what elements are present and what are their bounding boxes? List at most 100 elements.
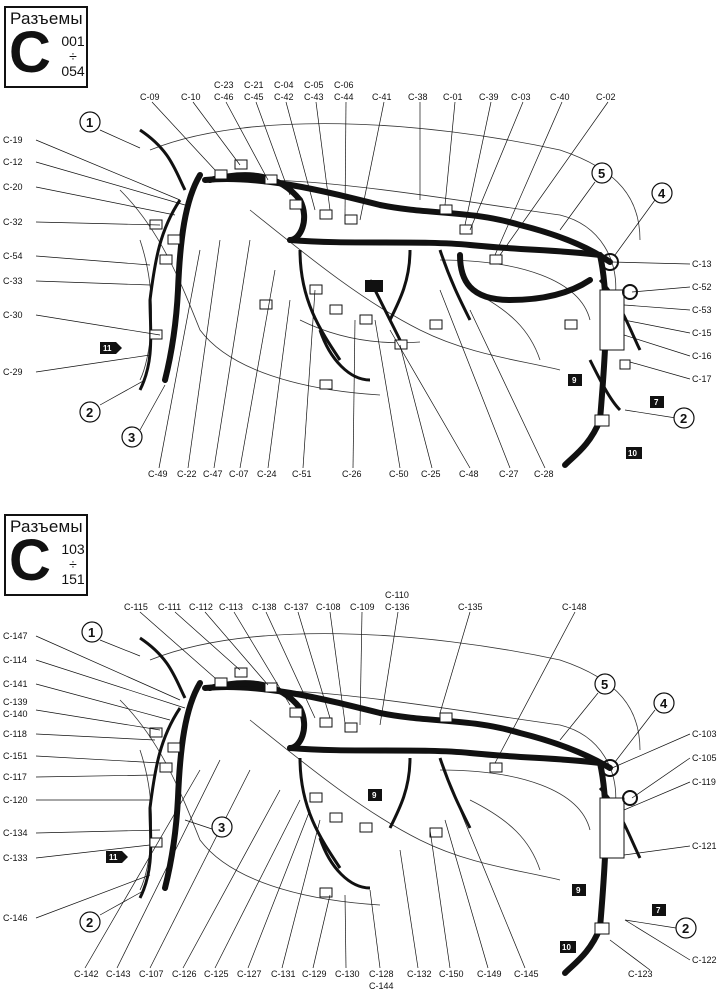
connector-label: C-48 (459, 469, 479, 479)
connector-blocks (149, 159, 631, 427)
svg-text:2: 2 (86, 405, 93, 420)
connector-label: C-21 (244, 80, 264, 90)
arrow-tag: 10 (626, 447, 642, 459)
connector-label: C-41 (372, 92, 392, 102)
connector-blocks (149, 667, 625, 935)
svg-text:2: 2 (680, 411, 687, 426)
leader-lines (35, 611, 691, 971)
branch-wires (138, 636, 642, 899)
connector-label: C-40 (550, 92, 570, 102)
connector-label: C-138 (252, 602, 277, 612)
title-word: Разъемы (10, 9, 83, 28)
connector-label: C-126 (172, 969, 197, 979)
main-harness (162, 172, 613, 468)
callout-circle: 2 (79, 889, 146, 933)
svg-text:5: 5 (601, 677, 608, 692)
connector-label: C-28 (534, 469, 554, 479)
svg-text:4: 4 (660, 696, 668, 711)
connector-label: C-145 (514, 969, 539, 979)
title-letter: C (9, 20, 51, 85)
connector-label: C-135 (458, 602, 483, 612)
connector-label: C-133 (3, 853, 28, 863)
connector-label: C-139 (3, 697, 28, 707)
connector-label: C-130 (335, 969, 360, 979)
connector-label: C-148 (562, 602, 587, 612)
callout-circle: 2 (79, 379, 146, 423)
callout-circle: 4 (614, 182, 673, 256)
connector-label: C-143 (106, 969, 131, 979)
connector-range-title: Разъемы C 001 ÷ 054 (4, 6, 88, 88)
grommet (622, 790, 638, 806)
connector-label: C-144 (369, 981, 394, 991)
connector-label: C-02 (596, 92, 616, 102)
svg-text:3: 3 (218, 820, 225, 835)
relay-block (365, 280, 383, 292)
connector-label: C-16 (692, 351, 712, 361)
connector-label: C-05 (304, 80, 324, 90)
connector-diagram-panel-2: Разъемы C 103 ÷ 151 (0, 500, 725, 999)
connector-range-title: Разъемы C 103 ÷ 151 (4, 514, 88, 596)
connector-label: C-129 (302, 969, 327, 979)
arrow-tag: 9 (572, 884, 586, 896)
connector-label: C-24 (257, 469, 277, 479)
range-to: 151 (61, 571, 85, 587)
svg-text:9: 9 (576, 886, 581, 895)
connector-label: C-117 (3, 772, 27, 782)
range-from: 001 (61, 33, 85, 49)
connector-label: C-121 (692, 841, 717, 851)
connector-label: C-128 (369, 969, 394, 979)
callout-circle: 5 (559, 673, 616, 741)
title-range: 103 ÷ 151 (58, 542, 88, 587)
grommet (622, 284, 638, 300)
connector-label: C-23 (214, 80, 234, 90)
connector-label: C-38 (408, 92, 428, 102)
connector-label: C-132 (407, 969, 432, 979)
range-to: 054 (61, 63, 85, 79)
arrow-tag: 9 (568, 374, 582, 386)
connector-label: C-150 (439, 969, 464, 979)
callout-circle: 3 (121, 384, 166, 448)
connector-label: C-147 (3, 631, 28, 641)
connector-label: C-107 (139, 969, 164, 979)
svg-text:2: 2 (86, 915, 93, 930)
connector-label: C-118 (3, 729, 27, 739)
connector-label: C-105 (692, 753, 717, 763)
connector-label: C-33 (3, 276, 23, 286)
connector-label: C-27 (499, 469, 519, 479)
connector-label: C-113 (219, 602, 243, 612)
connector-label: C-47 (203, 469, 223, 479)
svg-text:1: 1 (86, 115, 93, 130)
callout-circle: 5 (559, 162, 613, 231)
svg-text:7: 7 (656, 906, 661, 915)
connector-label: C-120 (3, 795, 28, 805)
title-letter: C (9, 528, 51, 593)
connector-diagram-panel-1: Разъемы C 001 ÷ 054 (0, 0, 725, 499)
connector-label: C-01 (443, 92, 463, 102)
callout-circle: 1 (79, 111, 141, 149)
connector-label: C-140 (3, 709, 28, 719)
connector-label: C-134 (3, 828, 28, 838)
connector-label: C-39 (479, 92, 499, 102)
svg-text:4: 4 (658, 186, 666, 201)
connector-label: C-137 (284, 602, 309, 612)
svg-text:7: 7 (654, 398, 659, 407)
branch-wires (138, 128, 642, 412)
connector-label: C-53 (692, 305, 712, 315)
connector-label: C-30 (3, 310, 23, 320)
connector-label: C-07 (229, 469, 249, 479)
wiring-harness-drawing: C-09 C-10 C-23 C-46 C-21 C-45 C-04 C-42 … (3, 80, 712, 479)
svg-text:5: 5 (598, 166, 605, 181)
connector-label: C-51 (292, 469, 312, 479)
connector-label: C-149 (477, 969, 502, 979)
connector-label: C-17 (692, 374, 712, 384)
connector-label: C-13 (692, 259, 712, 269)
connector-label: C-136 (385, 602, 410, 612)
connector-label: C-110 (385, 590, 409, 600)
svg-text:9: 9 (572, 376, 577, 385)
connector-label: C-125 (204, 969, 229, 979)
arrow-tag: 10 (560, 941, 576, 953)
connector-label: C-29 (3, 367, 23, 377)
connector-label: C-111 (158, 602, 181, 612)
connector-label: C-09 (140, 92, 160, 102)
dashboard-outline (119, 123, 641, 396)
